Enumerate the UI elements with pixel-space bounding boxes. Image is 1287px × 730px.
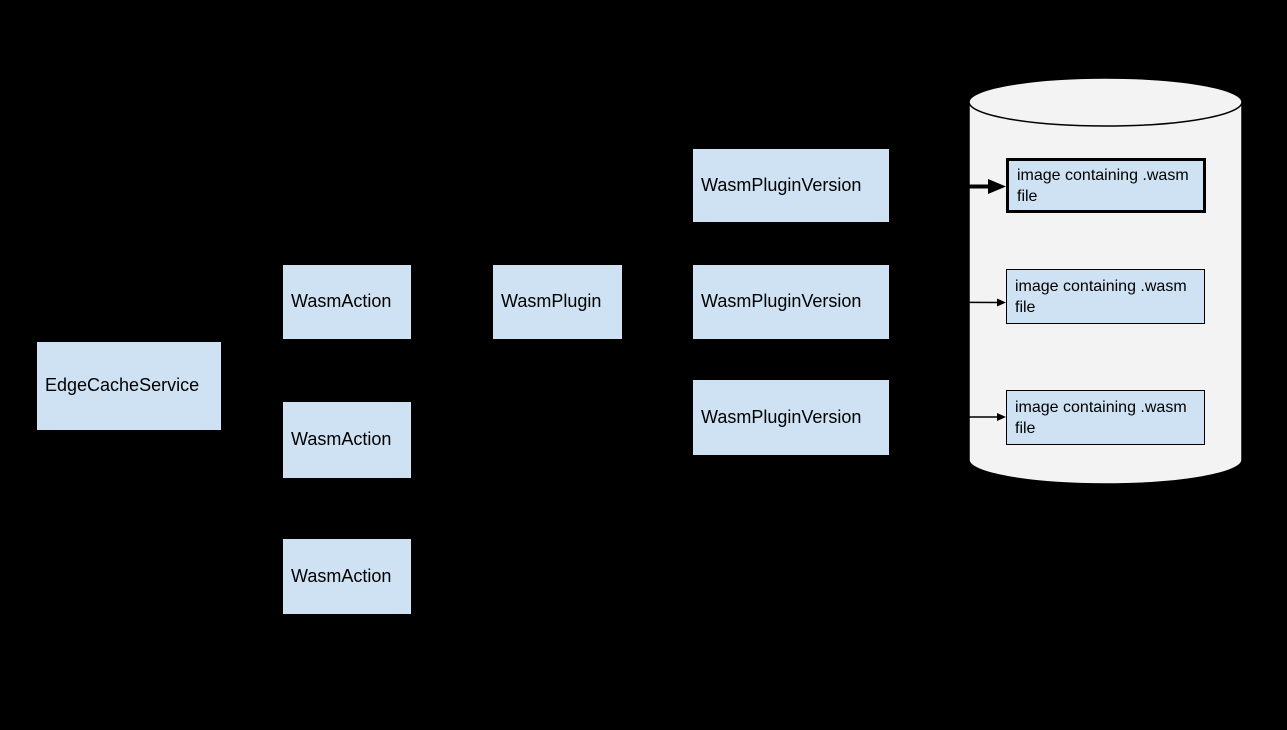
wasmaction-label: WasmAction <box>291 429 392 450</box>
wasmpluginversion-node-3: WasmPluginVersion <box>693 380 889 455</box>
wasmaction-node-1: WasmAction <box>283 265 411 339</box>
arrow-wasmpluginversion3-to-image3 <box>889 413 1006 421</box>
wasm-image-label: image containing .wasm file <box>1015 398 1187 437</box>
wasm-image-node-2: image containing .wasm file <box>1006 269 1205 324</box>
arrowhead-thin <box>997 298 1006 307</box>
wasmplugin-label: WasmPlugin <box>501 291 602 312</box>
wasm-image-label: image containing .wasm file <box>1017 166 1189 205</box>
arrowhead-thin <box>997 413 1006 421</box>
wasmpluginversion-label: WasmPluginVersion <box>701 174 862 195</box>
arrowhead-bold <box>988 179 1006 194</box>
wasmpluginversion-label: WasmPluginVersion <box>701 291 862 312</box>
wasmaction-label: WasmAction <box>291 291 392 312</box>
edgecacheservice-node: EdgeCacheService <box>37 342 221 430</box>
edgecacheservice-label: EdgeCacheService <box>45 375 200 396</box>
wasmaction-node-3: WasmAction <box>283 539 411 614</box>
arrow-wasmpluginversion2-to-image2 <box>888 298 1006 307</box>
cylinder-top-ellipse <box>968 77 1243 127</box>
wasmplugin-node: WasmPlugin <box>493 265 622 339</box>
wasm-image-label: image containing .wasm file <box>1015 277 1187 316</box>
wasmpluginversion-node-2: WasmPluginVersion <box>693 265 889 339</box>
wasmaction-label: WasmAction <box>291 565 392 586</box>
wasmpluginversion-label: WasmPluginVersion <box>701 406 862 427</box>
wasm-image-node-3: image containing .wasm file <box>1006 390 1205 445</box>
wasmpluginversion-node-1: WasmPluginVersion <box>693 149 889 222</box>
arrow-wasmpluginversion1-to-image1 <box>889 179 1006 194</box>
wasm-image-node-1: image containing .wasm file <box>1006 158 1206 213</box>
wasmaction-node-2: WasmAction <box>283 402 411 478</box>
